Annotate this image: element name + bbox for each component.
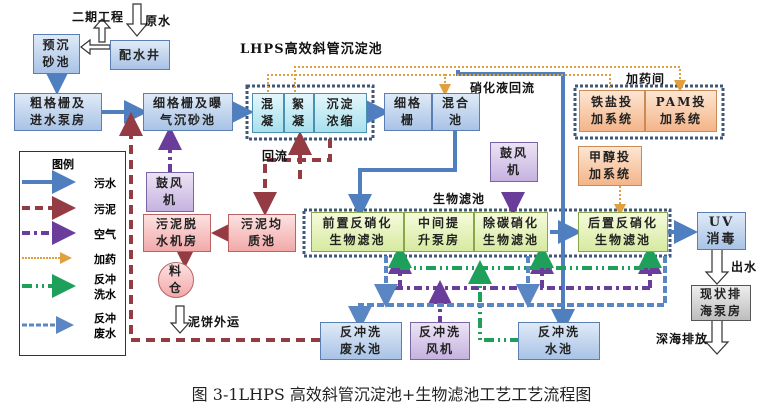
legend-item-dosing: 加药 <box>94 253 116 266</box>
outfall-pump-house[interactable]: 现状排 海泵房 <box>691 285 751 321</box>
iron-salt-dosing[interactable]: 铁盐投 加系统 <box>579 90 645 132</box>
legend-title: 图例 <box>52 158 74 171</box>
legend-item-backwash-water: 反冲 洗水 <box>94 273 116 301</box>
raw-water-label: 原水 <box>145 14 172 28</box>
collection-well[interactable]: 配水井 <box>110 40 170 70</box>
cake-arrow <box>169 305 191 334</box>
pre-denitrification-filter[interactable]: 前置反硝化 生物滤池 <box>311 212 404 252</box>
methanol-dosing[interactable]: 甲醇投 加系统 <box>578 146 642 186</box>
pre-grit-chamber[interactable]: 预沉 砂池 <box>33 34 80 74</box>
deep-sea-label: 深海排放 <box>656 332 709 346</box>
carbon-nitrification-filter[interactable]: 除碳硝化 生物滤池 <box>474 212 548 252</box>
dosing-room-label: 加药间 <box>626 72 666 86</box>
reflux-label: 回流 <box>262 149 289 163</box>
phase2-arrow <box>92 18 112 43</box>
backwash-water-tank[interactable]: 反冲洗 水池 <box>518 322 600 360</box>
cake-out-label: 泥饼外运 <box>188 315 241 329</box>
phase2-label: 二期工程 <box>72 10 125 24</box>
sedimentation[interactable]: 沉淀 浓缩 <box>314 93 367 133</box>
biofilter-frame <box>302 208 672 258</box>
biofilter-label: 生物滤池 <box>433 192 486 206</box>
effluent-label: 出水 <box>731 260 758 274</box>
mix-tank[interactable]: 混合 池 <box>432 93 480 131</box>
legend-item-sewage: 污水 <box>94 177 116 190</box>
to-pregrit-arrow <box>80 38 111 56</box>
fine-screen-grit[interactable]: 细格栅及曝 气沉砂池 <box>143 93 233 131</box>
nitrate-reflux-label: 硝化液回流 <box>470 81 536 95</box>
legend: 图例 污水 污泥 空气 加药 反冲 洗水 反冲 废水 <box>19 151 126 356</box>
lhps-label: LHPS高效斜管沉淀池 <box>240 42 383 57</box>
legend-lines <box>22 170 76 334</box>
coagulation[interactable]: 混 凝 <box>252 93 284 133</box>
blower-1[interactable]: 鼓风 机 <box>146 172 194 212</box>
pam-dosing[interactable]: PAM投 加系统 <box>645 90 717 132</box>
backwash-waste-tank[interactable]: 反冲洗 废水池 <box>320 322 402 360</box>
flocculation[interactable]: 絮 凝 <box>284 93 314 133</box>
hollow-arrows <box>80 3 730 355</box>
coarse-screen-pump[interactable]: 粗格栅及 进水泵房 <box>14 93 102 131</box>
figure-caption: 图 3-1LHPS 高效斜管沉淀池+生物滤池工艺工艺流程图 <box>191 385 592 404</box>
backwash-blower[interactable]: 反冲洗 风机 <box>410 322 470 360</box>
sludge-equalization[interactable]: 污泥均 质池 <box>228 214 296 252</box>
sludge-hopper[interactable]: 料 仓 <box>158 262 194 298</box>
deepsea-arrow <box>704 317 730 355</box>
blower-2[interactable]: 鼓风 机 <box>490 142 538 182</box>
legend-item-air: 空气 <box>94 228 116 241</box>
sludge-dewatering[interactable]: 污泥脱 水机房 <box>143 214 211 252</box>
post-denitrification-filter[interactable]: 后置反硝化 生物滤池 <box>578 212 668 252</box>
uv-disinfection[interactable]: UV 消毒 <box>697 212 746 250</box>
effluent-arrow <box>704 247 730 285</box>
legend-item-sludge: 污泥 <box>94 203 116 216</box>
fine-screen[interactable]: 细格 栅 <box>384 93 432 131</box>
raw-water-arrow <box>125 3 149 37</box>
legend-item-backwash-waste: 反冲 废水 <box>94 312 116 340</box>
intermediate-pump-house[interactable]: 中间提 升泵房 <box>404 212 474 252</box>
